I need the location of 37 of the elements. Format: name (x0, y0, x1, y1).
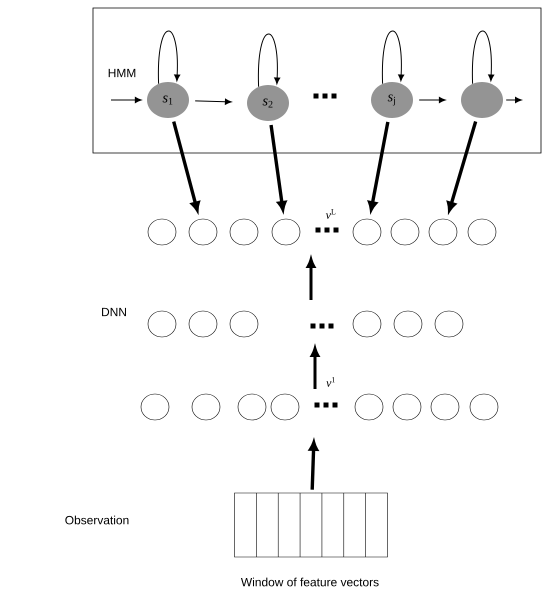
arrow (110, 96, 142, 104)
self-loop-arrow (382, 30, 404, 84)
state-ellipse (461, 82, 503, 118)
neuron-circle (434, 310, 464, 338)
neuron-circle (352, 310, 382, 338)
neuron-circle (394, 310, 422, 338)
arrow (506, 96, 522, 104)
neuron-circle (230, 310, 258, 338)
neuron-circle (230, 218, 258, 246)
neuron-circle (352, 218, 382, 246)
section-label: Observation (65, 516, 128, 524)
heading: HMM (108, 68, 136, 78)
self-loop-arrow (472, 30, 494, 84)
neuron-circle (390, 218, 420, 246)
neuron-circle (188, 310, 218, 338)
neuron-circle (270, 394, 300, 420)
neuron-circle (354, 394, 384, 420)
neuron-circle (188, 218, 218, 246)
layer-label: v$^{1}$ (326, 377, 335, 387)
neuron-circle (192, 394, 220, 420)
arrow (418, 96, 446, 104)
self-loop-arrow (258, 34, 280, 88)
arrow (194, 98, 232, 105)
neuron-circle (428, 218, 458, 246)
section-label: DNN (102, 308, 126, 316)
neuron-circle (148, 310, 176, 338)
neuron-circle (470, 394, 498, 420)
self-loop-arrow (158, 30, 180, 84)
neuron-circle (272, 218, 300, 246)
neuron-circle (392, 394, 422, 420)
neuron-circle (430, 394, 460, 420)
neuron-circle (140, 394, 170, 420)
neuron-circle (238, 394, 266, 420)
layer-label: v$^{L}$ (326, 209, 336, 219)
node-label: Window of feature vectors (240, 578, 379, 586)
neuron-circle (148, 218, 176, 246)
neuron-circle (468, 218, 496, 246)
